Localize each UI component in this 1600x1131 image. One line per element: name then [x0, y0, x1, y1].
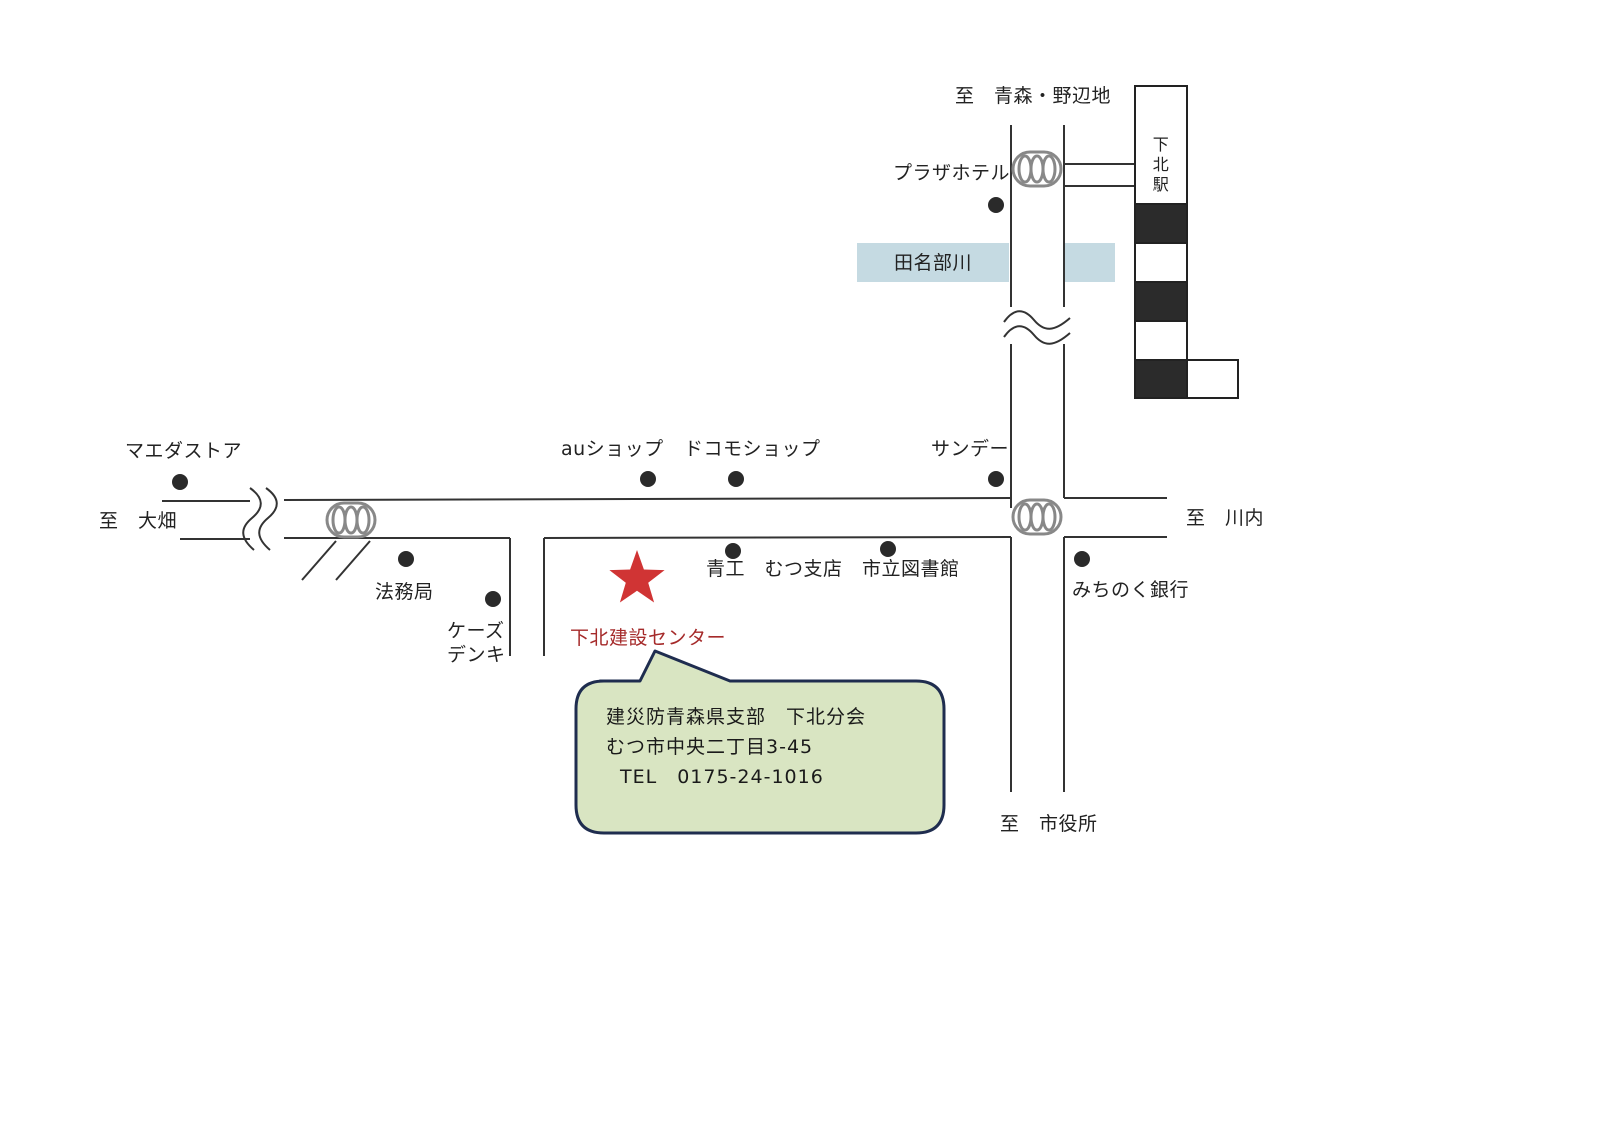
label-ks-denki-line1: ケーズ [447, 620, 505, 642]
landmark-dot-sunday [988, 471, 1004, 487]
label-to-kawauchi: 至 川内 [1186, 507, 1265, 529]
road-north-south [1010, 125, 1065, 792]
label-to-city-hall: 至 市役所 [1000, 813, 1098, 835]
landmark-dot-michinoku-bank [1074, 551, 1090, 567]
landmark-dot-docomo-shop [728, 471, 744, 487]
label-aoko: 青工 むつ支店 [706, 558, 843, 580]
label-to-aomori: 至 青森・野辺地 [955, 85, 1112, 107]
road-station-spur [1064, 163, 1135, 187]
landmark-dot-aoko [725, 543, 741, 559]
callout-address: むつ市中央二丁目3-45 [606, 736, 814, 758]
label-maeda-store: マエダストア [125, 440, 243, 462]
road-break-vertical [1003, 310, 1071, 345]
label-michinoku-bank: みちのく銀行 [1072, 579, 1190, 601]
landmark-dot-ks-denki [485, 591, 501, 607]
road-east-west [162, 497, 1167, 656]
landmark-dot-au-shop [640, 471, 656, 487]
label-library: 市立図書館 [862, 558, 960, 580]
label-plaza-hotel: プラザホテル [893, 162, 1011, 184]
river-right-segment [1064, 243, 1115, 282]
callout-phone: TEL 0175-24-1016 [620, 766, 824, 788]
callout-bubble [574, 649, 946, 835]
label-ks-denki-line2: デンキ [447, 644, 506, 666]
label-au-shop: auショップ [561, 438, 664, 460]
label-sunday: サンデー [931, 438, 1010, 460]
label-docomo-shop: ドコモショップ [684, 438, 821, 460]
traffic-signal-north [1011, 150, 1063, 188]
river-left-segment [857, 243, 1009, 282]
landmark-dot-legal-affairs [398, 551, 414, 567]
callout-text: 建災防青森県支部 下北分会 むつ市中央二丁目3-45 TEL 0175-24-1… [606, 702, 926, 792]
label-target-center: 下北建設センター [570, 627, 727, 649]
landmark-dot-plaza-hotel [988, 197, 1004, 213]
callout-organization: 建災防青森県支部 下北分会 [606, 706, 867, 728]
label-to-ohata: 至 大畑 [99, 510, 178, 532]
landmark-dot-maeda-store [172, 474, 188, 490]
traffic-signal-west [325, 501, 377, 539]
railway-station [1134, 85, 1239, 399]
traffic-signal-center [1011, 498, 1063, 536]
road-break-horizontal [242, 487, 278, 551]
label-station: 下北駅 [1152, 135, 1170, 194]
label-river: 田名部川 [894, 252, 973, 274]
landmark-dot-library [880, 541, 896, 557]
label-legal-affairs: 法務局 [375, 581, 434, 603]
target-star-icon [609, 550, 665, 603]
